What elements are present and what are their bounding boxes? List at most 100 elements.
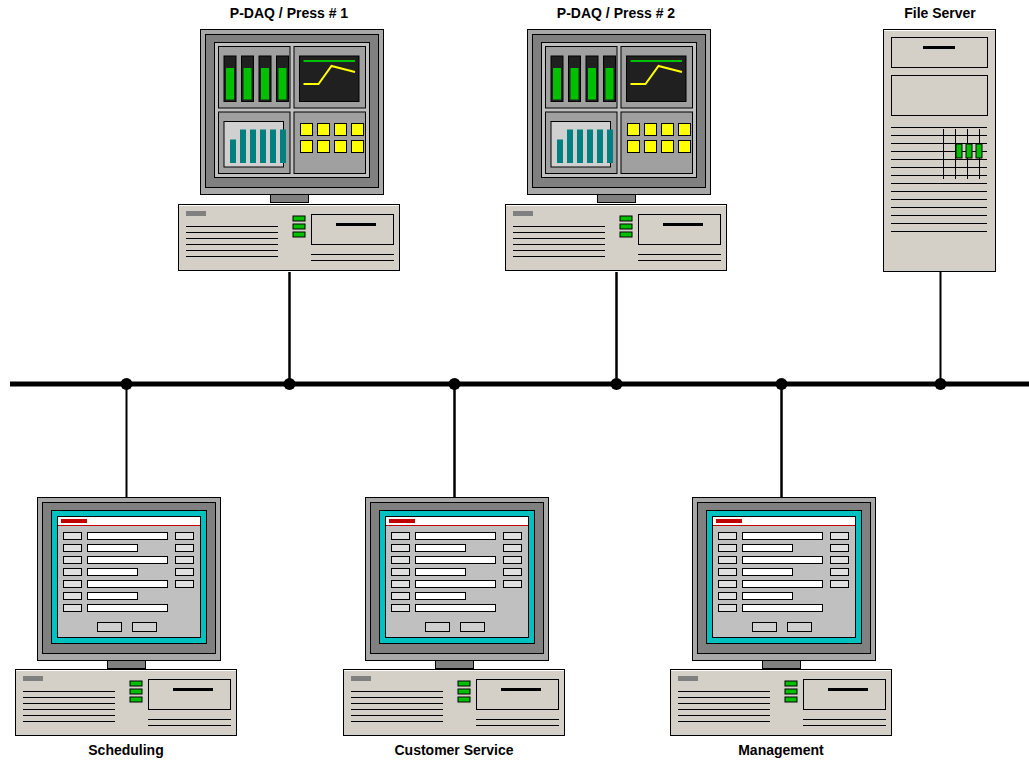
detail-line: [58, 525, 200, 526]
network-link: [127, 272, 290, 497]
bar: [577, 130, 583, 164]
detail-line: [663, 223, 703, 226]
bar: [587, 130, 593, 164]
field-label: [392, 533, 410, 540]
drive-bay: [892, 76, 988, 116]
status-led: [130, 697, 142, 702]
bar: [250, 130, 256, 164]
bar: [260, 130, 266, 164]
detail-line: [501, 688, 541, 691]
detail-line: [506, 205, 726, 206]
detail-line: [23, 715, 115, 716]
bar: [240, 130, 246, 164]
gauge-level: [279, 68, 287, 100]
gauge: [259, 56, 271, 102]
detail-line: [186, 226, 278, 227]
field-label: [719, 569, 737, 576]
trend-graph: [300, 56, 360, 102]
screen: [52, 511, 207, 644]
monitor-inner: [533, 35, 706, 188]
detail-line: [186, 250, 278, 251]
detail-line: [186, 256, 278, 257]
network-link: [455, 272, 617, 497]
server-tower: [884, 30, 996, 272]
input-field: [416, 533, 496, 540]
screen-panel: [294, 112, 366, 174]
monitor-inner: [371, 503, 544, 654]
detail-line: [891, 199, 987, 200]
detail-line: [186, 244, 278, 245]
gauge-level: [553, 68, 561, 100]
computer-illustration: [178, 28, 400, 272]
screen-button: [318, 124, 330, 136]
screen-button: [301, 124, 313, 136]
detail-line: [891, 175, 987, 176]
detail-line: [891, 223, 987, 224]
detail-line: [148, 719, 231, 720]
bar: [230, 140, 236, 164]
computer-node: Scheduling: [15, 497, 237, 760]
detail-line: [186, 232, 278, 233]
monitor-inner: [206, 35, 379, 188]
gauge-level: [244, 68, 252, 100]
detail-line: [513, 250, 605, 251]
cancel-button: [461, 623, 485, 632]
input-field: [88, 557, 168, 564]
field-label: [64, 605, 82, 612]
trend-line: [304, 66, 356, 84]
field-label: [392, 545, 410, 552]
title-mark: [61, 519, 87, 523]
status-led: [293, 232, 305, 237]
field-label: [64, 569, 82, 576]
side-button: [831, 545, 849, 552]
detail-line: [336, 223, 376, 226]
bar: [597, 130, 603, 164]
title-bar: [386, 517, 528, 525]
bar-chart: [224, 122, 284, 168]
title-mark: [389, 519, 415, 523]
app-window: [713, 517, 856, 638]
computer-node: P-DAQ / Press # 2: [505, 4, 727, 272]
detail-line: [304, 60, 356, 62]
bar: [557, 140, 563, 164]
computer-illustration: [343, 497, 565, 737]
screen-button: [335, 124, 347, 136]
detail-line: [828, 688, 868, 691]
status-led: [130, 689, 142, 694]
detail-line: [23, 691, 115, 692]
input-field: [743, 557, 823, 564]
side-button: [831, 557, 849, 564]
detail-line: [23, 703, 115, 704]
screen-button: [662, 124, 674, 136]
monitor-neck: [598, 195, 636, 203]
status-led: [458, 697, 470, 702]
side-button: [504, 581, 522, 588]
ok-button: [753, 623, 777, 632]
detail-line: [351, 697, 443, 698]
field-label: [719, 593, 737, 600]
node-label: P-DAQ / Press # 1: [178, 4, 400, 22]
side-button: [831, 581, 849, 588]
input-field: [88, 581, 168, 588]
drive-bay: [892, 38, 988, 68]
detail-line: [513, 232, 605, 233]
node-label: File Server: [870, 4, 1010, 22]
input-field: [743, 533, 823, 540]
input-field: [416, 545, 466, 552]
detail-line: [311, 260, 394, 261]
node-label: Management: [670, 741, 892, 759]
detail-line: [513, 238, 605, 239]
detail-line: [351, 703, 443, 704]
field-label: [719, 581, 737, 588]
screen-panel: [219, 47, 291, 109]
screen-button: [628, 124, 640, 136]
screen-panel: [621, 47, 693, 109]
drive-bay: [804, 680, 886, 710]
field-label: [64, 545, 82, 552]
side-button: [504, 533, 522, 540]
detail-line: [513, 256, 605, 257]
gauge-level: [588, 68, 596, 100]
cancel-button: [788, 623, 812, 632]
detail-line: [891, 167, 987, 168]
